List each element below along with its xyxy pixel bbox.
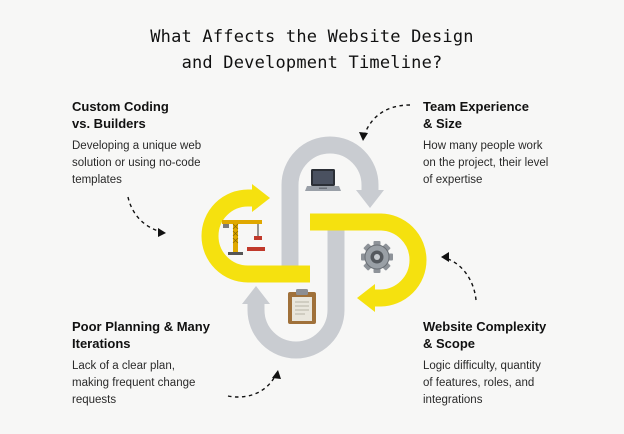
heading-line: Custom Coding: [72, 99, 169, 114]
heading-line: vs. Builders: [72, 116, 146, 131]
yellow-arrowhead-left: [357, 284, 375, 312]
heading-line: Website Complexity: [423, 319, 547, 334]
description-line: solution or using no-code: [72, 157, 201, 169]
yellow-loop-right: [310, 213, 427, 307]
description-line: on the project, their level: [423, 157, 549, 169]
factor-website-complexity: Website Complexity & Scope Logic difficu…: [423, 318, 598, 409]
pointer-head-top-right: [359, 132, 368, 141]
description-line: of expertise: [423, 174, 483, 186]
clipboard-icon: [288, 289, 316, 324]
gray-loop-bottom: [247, 215, 345, 359]
gray-arrowhead-up: [242, 286, 270, 304]
crane-icon: [222, 220, 265, 255]
description-line: making frequent change: [72, 377, 196, 389]
heading-line: & Scope: [423, 336, 476, 351]
yellow-loop-left: [201, 189, 310, 283]
description-line: of features, roles, and: [423, 377, 535, 389]
page-title: What Affects the Website Design and Deve…: [0, 24, 624, 76]
title-line-2: and Development Timeline?: [181, 53, 443, 73]
heading-line: Poor Planning & Many: [72, 319, 210, 334]
factor-heading: Team Experience & Size: [423, 98, 598, 132]
yellow-arrowhead-right: [252, 184, 270, 212]
description-line: Developing a unique web: [72, 140, 202, 152]
factor-description: Developing a unique web solution or usin…: [72, 138, 247, 189]
pointer-head-bottom-left: [272, 370, 281, 379]
heading-line: & Size: [423, 116, 463, 131]
factor-custom-coding: Custom Coding vs. Builders Developing a …: [72, 98, 247, 189]
title-line-1: What Affects the Website Design: [150, 27, 474, 47]
gray-arrowhead-down: [356, 190, 384, 208]
heading-line: Team Experience: [423, 99, 529, 114]
description-line: Lack of a clear plan,: [72, 360, 175, 372]
gray-loop-top: [281, 136, 379, 270]
factor-description: Lack of a clear plan, making frequent ch…: [72, 358, 247, 409]
factor-description: How many people work on the project, the…: [423, 138, 598, 189]
dashed-pointer-bottom-left: [227, 373, 277, 398]
factor-description: Logic difficulty, quantity of features, …: [423, 358, 598, 409]
factor-poor-planning: Poor Planning & Many Iterations Lack of …: [72, 318, 247, 409]
description-line: How many people work: [423, 140, 543, 152]
heading-line: Iterations: [72, 336, 131, 351]
gear-icon: [361, 241, 393, 273]
description-line: Logic difficulty, quantity: [423, 360, 541, 372]
factor-team-experience: Team Experience & Size How many people w…: [423, 98, 598, 189]
dashed-pointer-right: [444, 257, 477, 301]
laptop-icon: [305, 169, 341, 191]
dashed-pointer-top-left: [127, 196, 163, 233]
factor-heading: Custom Coding vs. Builders: [72, 98, 247, 132]
description-line: templates: [72, 174, 122, 186]
description-line: requests: [72, 394, 117, 406]
pointer-head-top-left: [158, 228, 166, 237]
description-line: integrations: [423, 394, 483, 406]
pointer-head-right: [441, 252, 449, 262]
factor-heading: Poor Planning & Many Iterations: [72, 318, 247, 352]
factor-heading: Website Complexity & Scope: [423, 318, 598, 352]
dashed-pointer-top-right: [363, 104, 411, 137]
